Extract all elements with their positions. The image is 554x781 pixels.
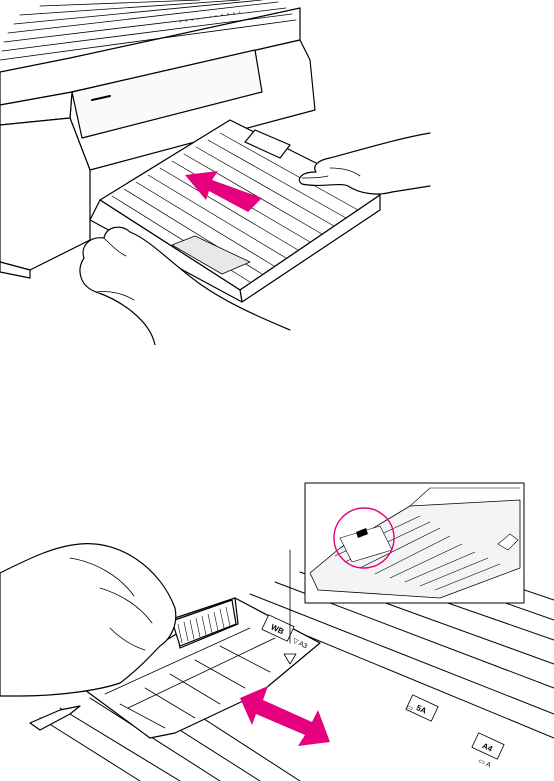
guide-sub-3: ▭ A bbox=[477, 757, 492, 769]
guide-marker-3: A4 bbox=[472, 733, 504, 759]
inset-detail-panel bbox=[305, 483, 524, 603]
tray-insertion-illustration bbox=[0, 0, 554, 345]
right-hand bbox=[299, 133, 430, 194]
paper-guide-illustration: WB ▽ A3 5A ▭ A4 ▭ A bbox=[0, 478, 554, 781]
adjust-direction-arrow bbox=[240, 686, 330, 746]
